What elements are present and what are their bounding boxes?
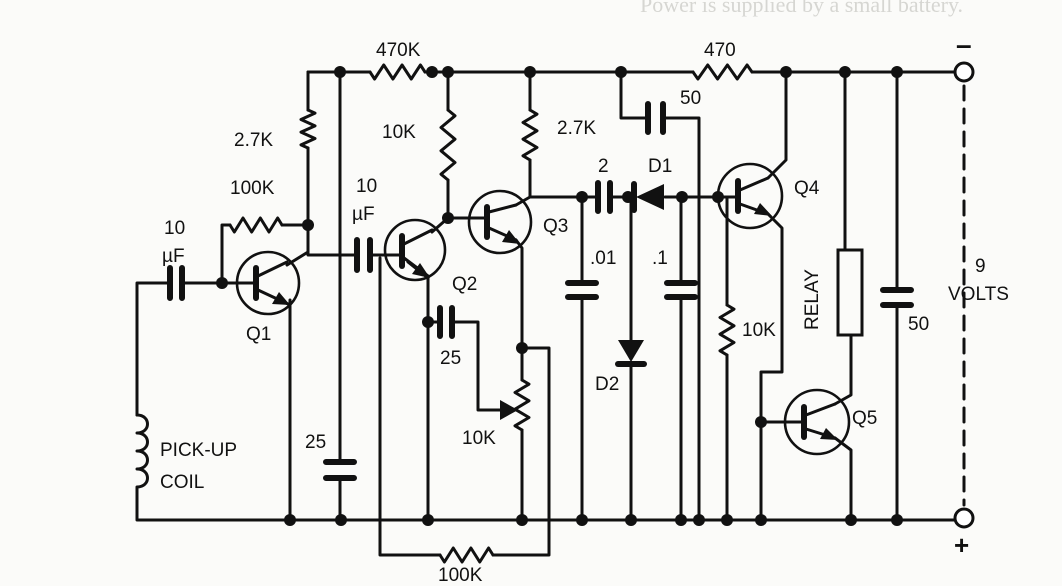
label-470: 470 bbox=[704, 40, 736, 61]
junction-dot bbox=[625, 514, 637, 526]
junction-dot bbox=[516, 342, 528, 354]
label-25-left: 25 bbox=[305, 432, 326, 453]
transistor-q4 bbox=[716, 162, 784, 230]
junction-dot bbox=[891, 66, 903, 78]
label-25-emitter: 25 bbox=[440, 348, 461, 369]
resistor-470k bbox=[368, 63, 427, 81]
component-labels: 470K 470 2.7K 10K 2.7K 50 100K 10 µF 10 … bbox=[160, 29, 1009, 586]
transistor-q2 bbox=[383, 218, 447, 282]
resistor-10k-q4 bbox=[718, 303, 736, 357]
resistor-100k-top bbox=[228, 216, 284, 234]
pickup-coil-icon bbox=[135, 413, 149, 494]
negative-terminal bbox=[953, 61, 975, 83]
junction-dot bbox=[422, 514, 434, 526]
diodes bbox=[615, 181, 664, 367]
label-10uf-in-value: 10 bbox=[164, 218, 185, 239]
resistor-470 bbox=[691, 63, 754, 81]
junction-dot bbox=[755, 416, 767, 428]
label-10k-q4: 10K bbox=[742, 320, 776, 341]
resistor-10k-top bbox=[439, 108, 457, 182]
label-q1: Q1 bbox=[246, 324, 271, 345]
diode-d2-icon bbox=[618, 340, 644, 362]
relay-coil bbox=[836, 248, 864, 337]
junction-dot bbox=[216, 277, 228, 289]
junction-dot bbox=[576, 514, 588, 526]
label-coil: COIL bbox=[160, 472, 204, 493]
junction-dot bbox=[693, 514, 705, 526]
label-10uf-mid-value: 10 bbox=[356, 176, 377, 197]
resistor-2-7k-left bbox=[299, 108, 317, 150]
junction-dot bbox=[576, 191, 588, 203]
junction-dot bbox=[675, 514, 687, 526]
label-q4: Q4 bbox=[794, 178, 820, 199]
label-100k-top: 100K bbox=[230, 178, 275, 199]
label-2-7k-right: 2.7K bbox=[557, 118, 596, 139]
junction-dots bbox=[216, 66, 903, 526]
label-2-7k-left: 2.7K bbox=[234, 130, 273, 151]
label-10k-top: 10K bbox=[382, 122, 416, 143]
label-100k-bottom: 100K bbox=[438, 565, 483, 586]
label-470k: 470K bbox=[376, 40, 421, 61]
potentiometer-10k bbox=[513, 378, 531, 432]
label-q5: Q5 bbox=[852, 408, 877, 429]
junction-dot bbox=[442, 212, 454, 224]
junction-dot bbox=[302, 219, 314, 231]
label-50-right: 50 bbox=[908, 314, 929, 335]
junction-dot bbox=[442, 66, 454, 78]
junction-dot bbox=[891, 514, 903, 526]
label-relay: RELAY bbox=[802, 269, 823, 330]
label-volts: VOLTS bbox=[948, 284, 1009, 305]
junction-dot bbox=[334, 66, 346, 78]
label-9: 9 bbox=[975, 256, 986, 277]
junction-dot bbox=[755, 514, 767, 526]
junction-dot bbox=[676, 191, 688, 203]
junction-dot bbox=[622, 191, 634, 203]
resistor-2-7k-right bbox=[521, 108, 539, 162]
label-q3: Q3 bbox=[543, 216, 568, 237]
junction-dot bbox=[426, 66, 438, 78]
label-10uf-mid-unit: µF bbox=[352, 204, 375, 225]
positive-terminal bbox=[953, 507, 975, 529]
diode-d1-icon bbox=[636, 184, 664, 210]
label-c1: .1 bbox=[652, 248, 668, 269]
label-10uf-in-unit: µF bbox=[162, 246, 185, 267]
label-pickup: PICK-UP bbox=[160, 440, 237, 461]
junction-dot bbox=[422, 316, 434, 328]
junction-dot bbox=[721, 514, 733, 526]
junction-dot bbox=[335, 514, 347, 526]
label-minus: – bbox=[956, 29, 972, 60]
capacitors bbox=[167, 101, 914, 481]
label-q2: Q2 bbox=[452, 274, 477, 295]
transistor-q5 bbox=[783, 388, 851, 456]
junction-dot bbox=[516, 514, 528, 526]
junction-dot bbox=[712, 191, 724, 203]
label-c01: .01 bbox=[590, 248, 616, 269]
transistor-q3 bbox=[467, 189, 533, 255]
resistor-100k-bottom bbox=[438, 546, 495, 564]
label-c2: 2 bbox=[598, 156, 609, 177]
resistors bbox=[228, 63, 754, 564]
junction-dot bbox=[284, 514, 296, 526]
label-50-top: 50 bbox=[680, 88, 701, 109]
label-pot-10k: 10K bbox=[462, 428, 496, 449]
junction-dot bbox=[845, 514, 857, 526]
label-d2: D2 bbox=[595, 374, 619, 395]
junction-dot bbox=[780, 66, 792, 78]
transistors bbox=[235, 162, 851, 456]
junction-dot bbox=[615, 66, 627, 78]
label-d1: D1 bbox=[648, 156, 672, 177]
transistor-q1 bbox=[235, 250, 301, 316]
label-plus: + bbox=[954, 530, 969, 560]
pot-wiper-arrow-icon bbox=[500, 400, 518, 420]
junction-dot bbox=[524, 66, 536, 78]
bleed-through-text: Power is supplied by a small battery. bbox=[640, 0, 964, 17]
junction-dot bbox=[839, 66, 851, 78]
